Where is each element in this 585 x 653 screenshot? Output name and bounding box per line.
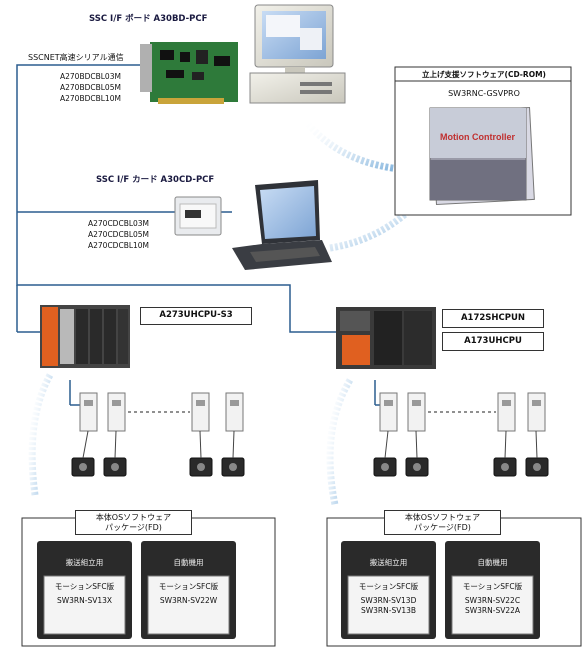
controller-right-label-box-1: A172SHCPUN [442,309,544,328]
os-left-title-line1: 本体OSソフトウェア [95,513,172,522]
cd-cover-text: Motion Controller [440,132,515,142]
os-left-disk1-line2: SW3RN-SV13X [56,596,113,605]
controller-left-label: A273UHCPU-S3 [159,310,233,320]
card-cable-1: A270CDCBL03M [88,219,150,228]
controller-right-label-box-2: A173UHCPU [442,332,544,351]
support-software-box: Motion Controller [394,66,572,216]
os-left-disk2-line1: モーションSFC版 [158,582,219,591]
controller-left [40,305,130,368]
board-cable-1: A270BDCBL03M [60,72,121,81]
os-right-disk1-tab: 搬送組立用 [369,558,408,567]
servo-amplifiers-right [379,392,546,432]
support-software-product: SW3RNC-GSVPRO [448,89,520,98]
os-left-title-box: 本体OSソフトウェア パッケージ(FD) [75,510,192,535]
floppy-disks [37,541,540,639]
interface-board [140,42,238,104]
sscnet-link-label: SSCNET高速シリアル通信 [28,53,124,62]
os-right-disk1-line2: SW3RN-SV13D [360,596,417,605]
laptop [232,180,332,270]
support-software-title: 立上げ支援ソフトウェア(CD-ROM) [422,70,546,79]
card-header: SSC I/F カード A30CD-PCF [96,175,215,185]
board-header: SSC I/F ボード A30BD-PCF [89,14,208,24]
os-right-title-line2: パッケージ(FD) [414,523,471,532]
board-cable-2: A270BDCBL05M [60,83,121,92]
servo-amplifiers-left [79,392,244,432]
servo-motors [71,430,549,477]
os-right-title-box: 本体OSソフトウェア パッケージ(FD) [384,510,501,535]
interface-card [174,196,222,236]
os-right-title-line1: 本体OSソフトウェア [404,513,481,522]
controller-right-label-1: A172SHCPUN [460,313,526,323]
desktop-pc [249,4,346,104]
os-left-disk1-line1: モーションSFC版 [54,582,115,591]
os-right-disk1-line1: モーションSFC版 [358,582,419,591]
os-left-disk2-line2: SW3RN-SV22W [159,596,218,605]
controller-right [336,307,436,369]
os-right-disk2-line3: SW3RN-SV22A [464,606,521,615]
os-left-disk1-tab: 搬送組立用 [65,558,104,567]
os-right-disk2-line2: SW3RN-SV22C [464,596,521,605]
os-right-disk2-tab: 自動機用 [477,558,508,567]
controller-right-label-2: A173UHCPU [464,336,522,346]
card-cable-3: A270CDCBL10M [88,241,150,250]
card-cable-2: A270CDCBL05M [88,230,150,239]
controller-left-label-box: A273UHCPU-S3 [140,307,252,325]
os-left-title-line2: パッケージ(FD) [105,523,162,532]
board-cable-3: A270BDCBL10M [60,94,121,103]
os-right-disk2-line1: モーションSFC版 [462,582,523,591]
os-right-disk1-line3: SW3RN-SV13B [360,606,417,615]
os-left-disk2-tab: 自動機用 [173,558,204,567]
